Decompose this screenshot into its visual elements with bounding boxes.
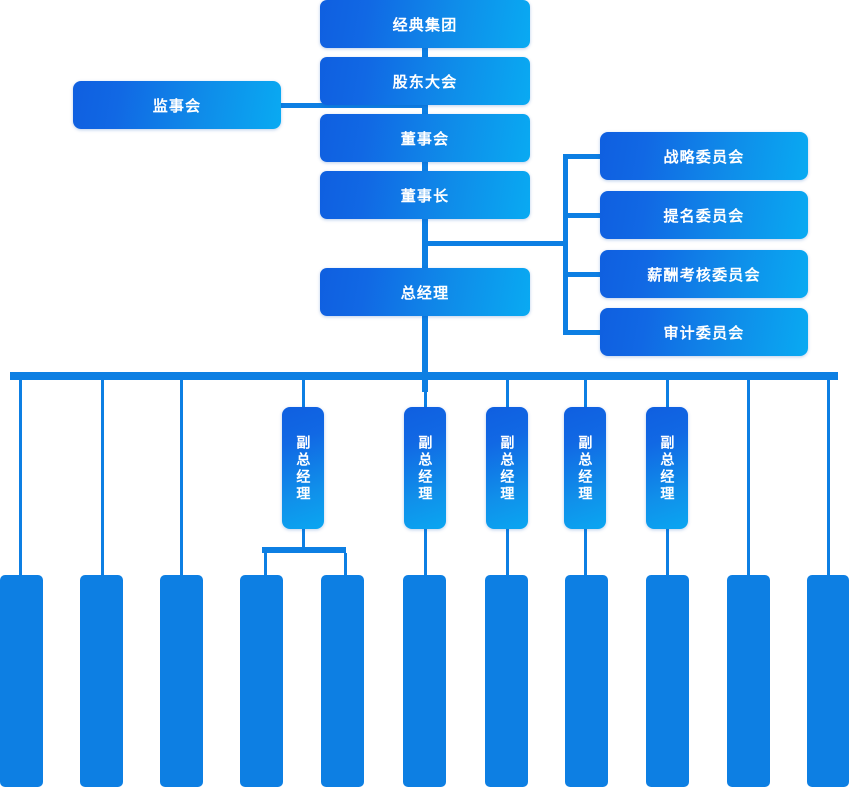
node-deputy-manager-3[interactable]: 副总经理 [486,407,528,529]
node-department-4[interactable] [240,575,283,787]
node-deputy-manager-4-label: 副总经理 [577,435,594,503]
node-department-11[interactable] [807,575,849,787]
distribution-tick-1 [19,380,22,575]
node-department-5[interactable] [321,575,364,787]
node-group[interactable]: 经典集团 [320,0,530,48]
node-deputy-manager-2[interactable]: 副总经理 [404,407,446,529]
distribution-tick-7 [584,380,587,407]
node-committee-compensation[interactable]: 薪酬考核委员会 [600,250,808,298]
sub-branch-bar [262,547,346,553]
distribution-tick-8 [666,380,669,407]
node-department-1[interactable] [0,575,43,787]
deputy-drop-4 [584,529,587,575]
node-department-2[interactable] [80,575,123,787]
committee-stub-4 [563,330,600,335]
distribution-tick-6 [506,380,509,407]
deputy-drop-1 [302,529,305,547]
node-committee-audit[interactable]: 审计委员会 [600,308,808,356]
distribution-bar [10,372,838,380]
node-committee-compensation-label: 薪酬考核委员会 [647,266,761,284]
node-committee-strategy-label: 战略委员会 [663,148,745,166]
node-deputy-manager-4[interactable]: 副总经理 [564,407,606,529]
distribution-tick-10 [827,380,830,575]
node-department-8[interactable] [565,575,608,787]
node-department-3[interactable] [160,575,203,787]
node-department-10[interactable] [727,575,770,787]
node-group-label: 经典集团 [392,16,458,34]
node-deputy-manager-2-label: 副总经理 [417,435,434,503]
committee-stub-2 [563,213,600,218]
node-committee-nomination-label: 提名委员会 [663,207,745,225]
distribution-tick-4 [302,380,305,407]
node-committee-audit-label: 审计委员会 [663,324,745,342]
node-chairman-label: 董事长 [400,187,450,205]
node-department-6[interactable] [403,575,446,787]
node-shareholders[interactable]: 股东大会 [320,57,530,105]
node-deputy-manager-5[interactable]: 副总经理 [646,407,688,529]
node-deputy-manager-3-label: 副总经理 [499,435,516,503]
node-committee-nomination[interactable]: 提名委员会 [600,191,808,239]
node-deputy-manager-1[interactable]: 副总经理 [282,407,324,529]
node-gm-label: 总经理 [400,284,450,302]
deputy-drop-5 [666,529,669,575]
node-shareholders-label: 股东大会 [392,73,458,91]
deputy-drop-3 [506,529,509,575]
node-gm[interactable]: 总经理 [320,268,530,316]
sub-branch-tick-2 [344,553,347,575]
distribution-tick-9 [747,380,750,575]
node-chairman[interactable]: 董事长 [320,171,530,219]
node-department-7[interactable] [485,575,528,787]
distribution-tick-3 [180,380,183,575]
node-committee-strategy[interactable]: 战略委员会 [600,132,808,180]
committee-stub-1 [563,154,600,159]
committee-bracket-stem [425,241,568,246]
distribution-tick-5 [424,380,427,407]
node-board[interactable]: 董事会 [320,114,530,162]
committee-stub-3 [563,272,600,277]
supervisors-connector [281,103,428,108]
node-deputy-manager-5-label: 副总经理 [659,435,676,503]
deputy-drop-2 [424,529,427,575]
node-supervisors-label: 监事会 [152,97,202,115]
node-department-9[interactable] [646,575,689,787]
node-supervisors[interactable]: 监事会 [73,81,281,129]
node-deputy-manager-1-label: 副总经理 [295,435,312,503]
sub-branch-tick-1 [264,553,267,575]
node-board-label: 董事会 [400,130,450,148]
distribution-tick-2 [101,380,104,575]
